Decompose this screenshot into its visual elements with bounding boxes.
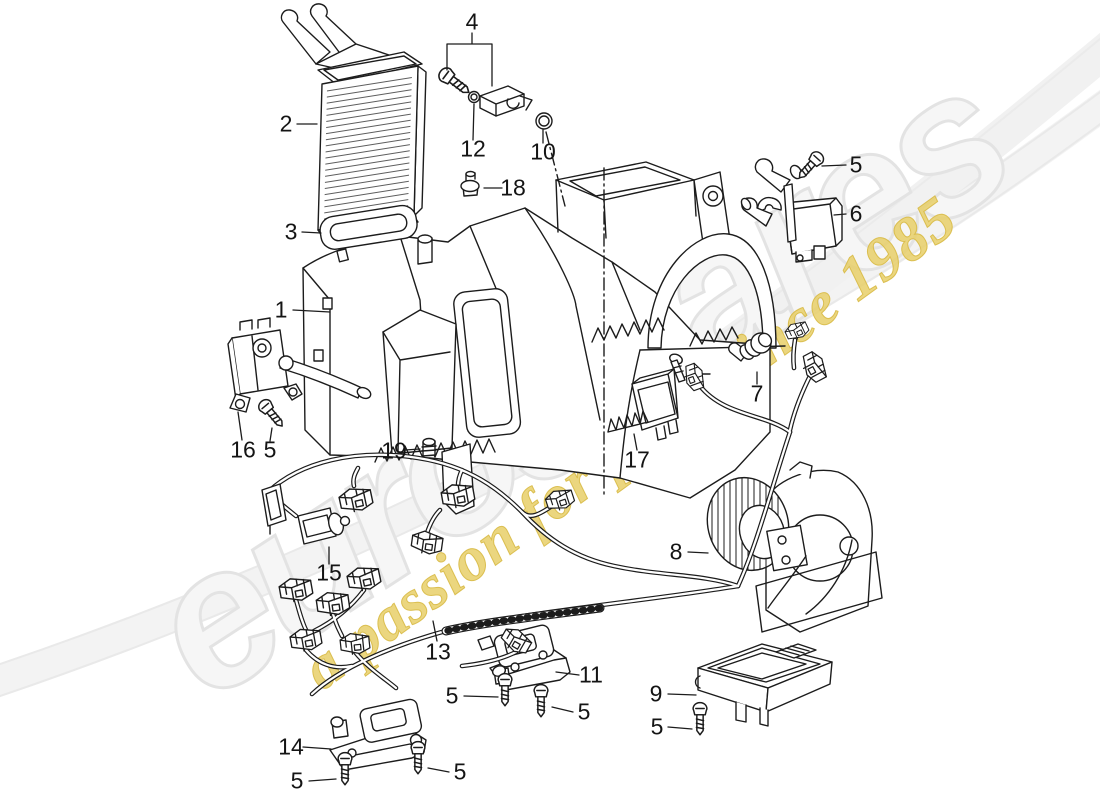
callout-17: 17 [624,446,650,473]
callout-5-a: 5 [849,151,863,178]
callout-5-c: 5 [445,682,459,709]
callout-14: 14 [278,733,304,760]
callout-19: 19 [381,437,407,464]
callout-9: 9 [649,680,663,707]
actuator-16 [227,317,372,413]
mounting-kit-screw-and-clip [435,64,553,130]
blower-resistor [607,368,679,441]
callout-10: 10 [530,138,556,165]
callout-4: 4 [465,8,479,35]
callout-1: 1 [274,296,288,323]
callout-11: 11 [579,661,603,688]
callout-5-e: 5 [650,713,664,740]
callout-3: 3 [284,218,298,245]
grommet-18 [460,170,480,197]
control-module-11 [477,624,571,691]
callout-12: 12 [460,135,486,162]
callout-13: 13 [425,638,451,665]
heater-core-gasket [319,204,418,250]
tray [694,643,833,727]
blower-motor [706,461,883,633]
callout-16: 16 [230,436,256,463]
callout-6: 6 [849,200,863,227]
callout-5-g: 5 [290,767,304,794]
callout-5-b: 5 [263,436,277,463]
callout-8: 8 [669,538,683,565]
callout-18: 18 [500,174,526,201]
callout-7: 7 [750,380,764,407]
grommet-19 [421,437,437,457]
callout-5-f: 5 [453,758,467,785]
switch-15 [297,507,351,545]
temperature-sensor [669,332,773,383]
control-module-14 [329,698,427,771]
callout-15: 15 [316,559,342,586]
callout-5-d: 5 [577,698,591,725]
heater-core [280,3,427,237]
callout-2: 2 [279,110,293,137]
wiring-harness [261,318,831,697]
leader-lines [237,32,847,782]
actuator-6 [740,158,843,263]
